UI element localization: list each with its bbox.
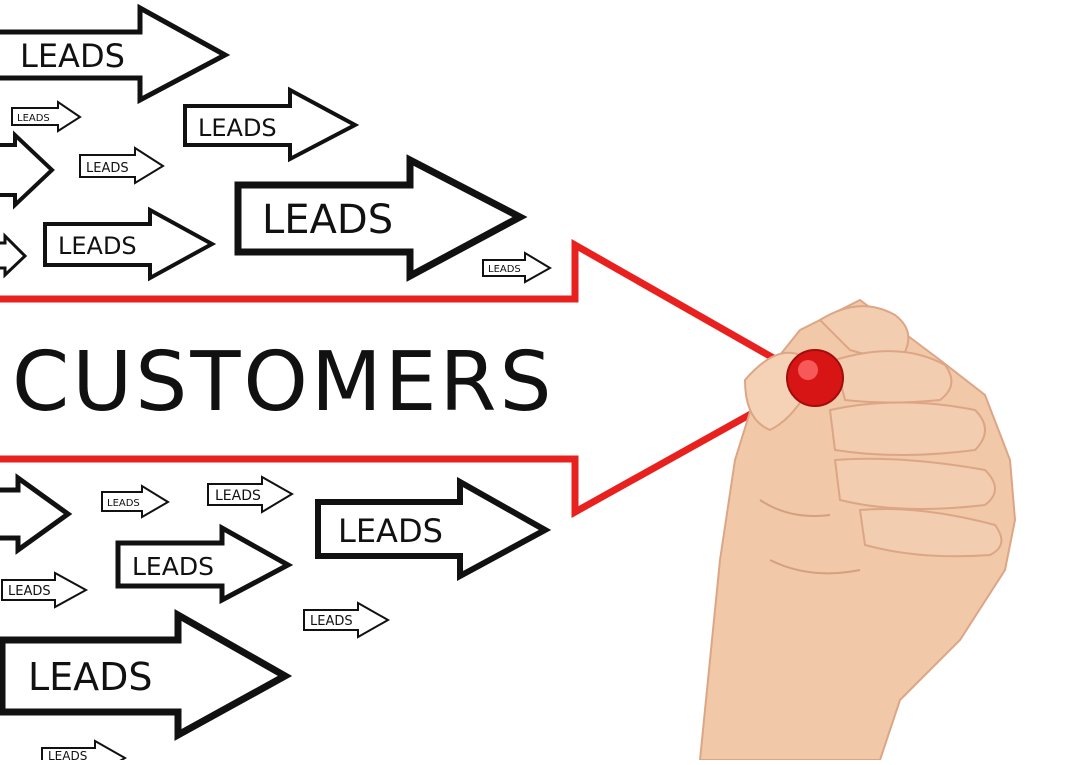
leads-label-11: LEADS — [107, 498, 140, 509]
leads-label-14: LEADS — [132, 552, 214, 581]
customers-label: CUSTOMERS — [12, 335, 555, 430]
leads-arrow-17 — [0, 608, 293, 741]
leads-label-6: LEADS — [262, 197, 393, 243]
leads-arrow-10 — [0, 473, 73, 555]
leads-arrow-8 — [0, 232, 28, 279]
leads-label-17: LEADS — [28, 655, 153, 699]
leads-arrow-5 — [79, 146, 165, 185]
leads-arrow-14 — [115, 523, 294, 605]
leads-arrow-6 — [234, 154, 528, 282]
leads-arrow-13 — [315, 476, 552, 582]
leads-arrow-11 — [101, 484, 170, 519]
leads-arrow-7 — [43, 206, 217, 282]
leads-label-15: LEADS — [8, 584, 51, 599]
leads-arrow-9 — [482, 251, 552, 284]
leads-arrow-2 — [11, 100, 82, 133]
leads-label-1: LEADS — [20, 37, 125, 75]
leads-label-12: LEADS — [215, 488, 261, 504]
leads-arrow-3 — [183, 86, 360, 163]
leads-arrow-1 — [0, 3, 231, 105]
marker-tip — [786, 349, 844, 407]
leads-label-9: LEADS — [488, 264, 521, 275]
leads-arrow-12 — [207, 475, 294, 514]
leads-label-16: LEADS — [310, 614, 353, 629]
leads-arrow-4 — [0, 130, 55, 210]
leads-label-7: LEADS — [58, 232, 137, 260]
leads-label-5: LEADS — [86, 161, 129, 176]
leads-arrow-18 — [41, 739, 128, 765]
leads-arrow-15 — [1, 571, 89, 609]
leads-label-3: LEADS — [198, 114, 277, 142]
leads-label-18: LEADS — [48, 749, 87, 760]
leads-label-13: LEADS — [338, 512, 443, 550]
leads-arrow-16 — [303, 601, 391, 639]
leads-label-2: LEADS — [17, 113, 50, 124]
hand-with-marker — [698, 298, 1017, 761]
